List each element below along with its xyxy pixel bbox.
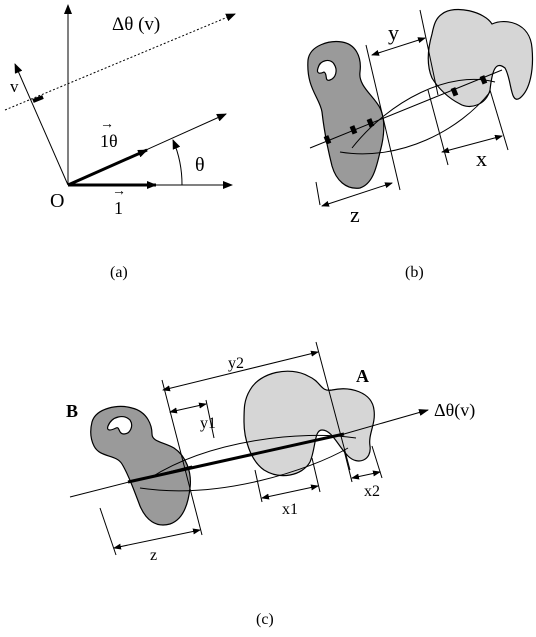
- y2-label: y2: [228, 355, 244, 372]
- y1-dimension: [169, 402, 207, 414]
- y2-dimension: [162, 350, 319, 392]
- guide-x1-left: [254, 469, 263, 503]
- lens-lower: [339, 91, 491, 155]
- x2-dimension: [351, 470, 381, 480]
- z-label: z: [350, 202, 360, 227]
- caption-c: (c): [256, 611, 274, 628]
- marker-4: [450, 87, 459, 97]
- x-label: x: [476, 146, 487, 171]
- vector-arrow-glyph-2: →: [112, 184, 126, 199]
- shape-dark-hole: [316, 59, 337, 81]
- axis-thick: [127, 432, 345, 484]
- shape-b: [90, 405, 191, 526]
- z-dimension: [321, 182, 393, 207]
- origin-label: O: [50, 190, 64, 212]
- shape-b-hole: [107, 416, 133, 435]
- guide-x2-left: [343, 449, 353, 483]
- b-label: B: [66, 401, 78, 421]
- z-label-c: z: [150, 547, 157, 564]
- theta-arc: [172, 139, 183, 186]
- y1-label: y1: [200, 415, 216, 432]
- z-dimension-c: [113, 528, 201, 550]
- delta-label-c: Δθ(v): [434, 400, 475, 421]
- v-label: v: [10, 77, 19, 96]
- panel-b: y x z (b): [280, 0, 536, 300]
- unit-vector-theta: [67, 148, 148, 187]
- shape-light: [427, 9, 534, 108]
- dim-guide-3: [427, 89, 449, 166]
- caption-a: (a): [110, 264, 128, 281]
- y-label: y: [388, 20, 399, 45]
- marker-5: [479, 75, 488, 85]
- y-dimension: [371, 37, 426, 56]
- guide-b-right: [161, 379, 203, 536]
- panel-a-diagram: Δθ (v) v → 1θ θ O → 1 (a): [4, 4, 236, 281]
- dim-guide-5: [315, 181, 321, 206]
- delta-label: Δθ (v): [112, 14, 160, 35]
- a-label: A: [356, 366, 369, 386]
- panel-b-diagram: y x z (b): [307, 9, 534, 281]
- caption-b: (b): [405, 264, 424, 281]
- x-dimension: [441, 134, 503, 154]
- x1-dimension: [261, 484, 319, 500]
- v-mark: [32, 95, 44, 103]
- perpendicular-axis: [14, 63, 69, 186]
- guide-y2-right: [315, 341, 351, 471]
- lens-lower-c: [139, 447, 349, 492]
- panel-c-diagram: y2 y1 A B Δθ(v) x1 x2 z (c): [66, 341, 475, 628]
- guide-y1-right: [205, 399, 215, 439]
- dim-guide-1: [365, 44, 401, 191]
- marker-2: [349, 125, 358, 135]
- x1-label: x1: [282, 501, 298, 518]
- vector-arrow-glyph: →: [100, 117, 114, 132]
- shape-dark: [307, 40, 385, 189]
- one-label: 1: [114, 198, 123, 218]
- dim-guide-2: [419, 9, 439, 96]
- x2-label: x2: [364, 483, 380, 500]
- main-line: [309, 69, 503, 149]
- guide-z-left: [99, 507, 117, 556]
- theta-label: θ: [195, 154, 205, 176]
- one-theta-label: 1θ: [100, 131, 118, 151]
- panel-a: Δθ (v) v → 1θ θ O → 1 (a): [0, 0, 260, 300]
- marker-1: [323, 135, 332, 145]
- marker-3: [366, 118, 375, 128]
- panel-c: y2 y1 A B Δθ(v) x1 x2 z (c): [0, 330, 536, 637]
- dim-guide-4: [489, 89, 509, 151]
- axis-arrow: [343, 409, 429, 435]
- delta-line: [4, 13, 236, 111]
- shape-a: [243, 370, 375, 477]
